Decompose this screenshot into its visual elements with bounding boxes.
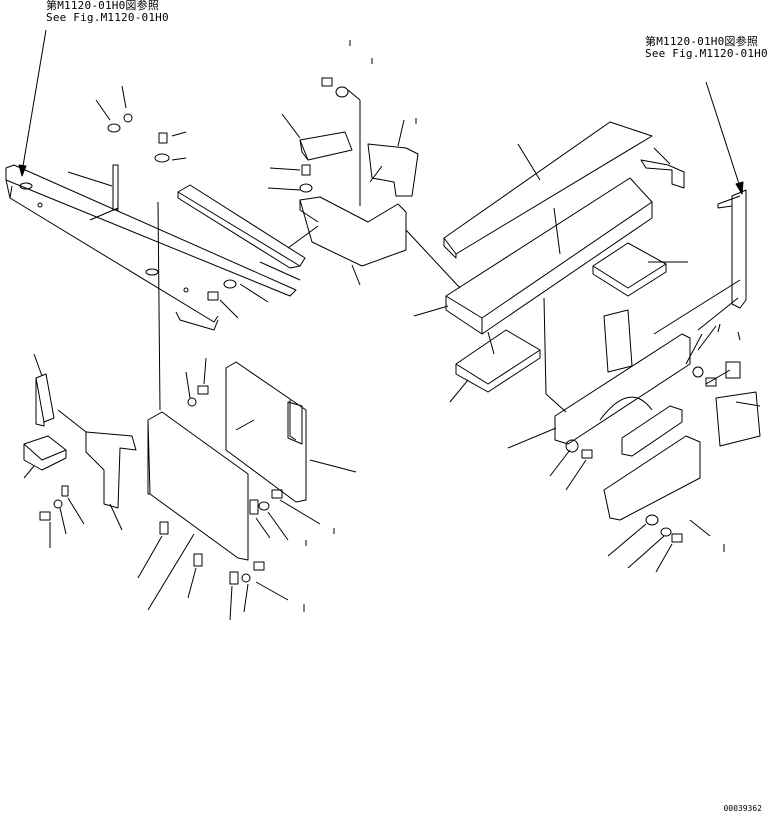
leader-line — [157, 201, 161, 411]
drawing-code: 00039362 — [723, 804, 762, 813]
reference-arrow-left — [18, 29, 47, 177]
right-lower-plate — [507, 309, 761, 573]
reference-note-left: 第M1120-01H0図参照 See Fig.M1120-01H0 — [46, 0, 169, 24]
reference-note-right: 第M1120-01H0図参照 See Fig.M1120-01H0 — [645, 36, 768, 60]
frame-bar — [5, 164, 297, 331]
left-lower-bracket — [23, 353, 137, 548]
right-channel-assembly — [413, 121, 688, 413]
callout-ticks — [303, 40, 741, 612]
bolt-group-top-left — [67, 85, 301, 319]
top-left-pad — [112, 164, 306, 269]
right-vertical-bracket — [653, 189, 747, 335]
reference-note-right-jp: 第M1120-01H0図参照 — [645, 35, 759, 48]
reference-note-left-en: See Fig.M1120-01H0 — [46, 11, 169, 24]
reference-arrow-right — [705, 81, 744, 195]
reference-note-left-jp: 第M1120-01H0図参照 — [46, 0, 160, 12]
reference-note-right-en: See Fig.M1120-01H0 — [645, 47, 768, 60]
center-top-assembly — [267, 77, 461, 289]
center-lower-panel — [137, 357, 357, 621]
